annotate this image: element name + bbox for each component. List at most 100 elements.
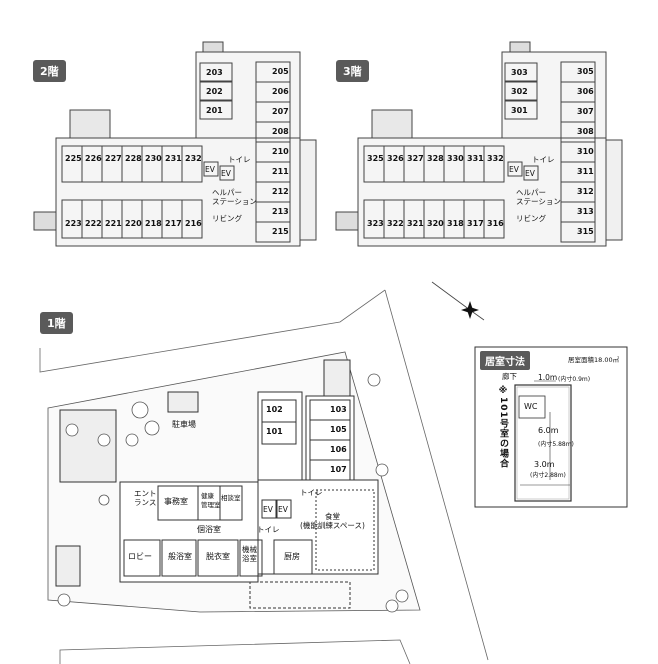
room-321: 321 [407, 219, 424, 228]
f2-ev1: EV [205, 165, 215, 174]
room-211: 211 [272, 167, 289, 176]
f1-lobby: ロビー [128, 552, 152, 561]
room-213: 213 [272, 207, 289, 216]
f1-consult: 相談室 [221, 494, 241, 502]
room-307: 307 [577, 107, 594, 116]
room-313: 313 [577, 207, 594, 216]
room-331: 331 [467, 154, 484, 163]
room-203: 203 [206, 68, 223, 77]
f1-ev1: EV [263, 505, 273, 514]
site-trees [57, 373, 409, 613]
room-210: 210 [272, 147, 289, 156]
room-308: 308 [577, 127, 594, 136]
room-220: 220 [125, 219, 142, 228]
room-103: 103 [330, 405, 347, 414]
room-325: 325 [367, 154, 384, 163]
room-323: 323 [367, 219, 384, 228]
f1-health: 健康 管理室 [201, 492, 221, 509]
legend-dim-bottom-inner: (内寸2.88m) [530, 472, 566, 479]
legend-corridor: 廊下 [502, 372, 517, 381]
room-231: 231 [165, 154, 182, 163]
f1-entrance: エント ランス [134, 489, 157, 507]
legend-title: 居室寸法 [480, 351, 530, 370]
room-311: 311 [577, 167, 594, 176]
f1-parking: 駐車場 [172, 420, 196, 429]
room-322: 322 [387, 219, 404, 228]
room-228: 228 [125, 154, 142, 163]
room-320: 320 [427, 219, 444, 228]
legend-dim-top-inner: (内寸0.9m) [558, 376, 591, 383]
f2-toilet: トイレ [228, 155, 251, 164]
floor2-label: 2階 [33, 60, 66, 82]
room-208: 208 [272, 127, 289, 136]
room-227: 227 [105, 154, 122, 163]
legend-area: 居室面積18.00㎡ [568, 356, 620, 364]
legend-dim-side-inner: (内寸5.88m) [538, 441, 574, 448]
room-106: 106 [330, 445, 347, 454]
floor1-label: 1階 [40, 312, 73, 334]
room-216: 216 [185, 219, 202, 228]
legend-wc: WC [524, 402, 538, 411]
room-dimension-legend [474, 346, 628, 508]
room-328: 328 [427, 154, 444, 163]
room-301: 301 [511, 106, 528, 115]
f1-dressing: 脱衣室 [206, 552, 230, 561]
room-305: 305 [577, 67, 594, 76]
room-230: 230 [145, 154, 162, 163]
floor2-plan [33, 41, 317, 247]
room-223: 223 [65, 219, 82, 228]
f1-toilet-1: トイレ [300, 488, 323, 497]
room-101: 101 [266, 427, 283, 436]
f2-helper-station: ヘルパー ステーション [212, 188, 257, 206]
room-226: 226 [85, 154, 102, 163]
room-306: 306 [577, 87, 594, 96]
room-218: 218 [145, 219, 162, 228]
legend-dim-top: 1.0m [538, 373, 558, 382]
room-327: 327 [407, 154, 424, 163]
f3-ev2: EV [525, 169, 535, 178]
f1-toilet-2: トイレ [257, 525, 280, 534]
room-317: 317 [467, 219, 484, 228]
room-105: 105 [330, 425, 347, 434]
room-212: 212 [272, 187, 289, 196]
f1-private-bath: 個浴室 [197, 525, 221, 534]
f2-living: リビング [212, 214, 242, 223]
room-221: 221 [105, 219, 122, 228]
room-303: 303 [511, 68, 528, 77]
f2-ev2: EV [221, 169, 231, 178]
north-arrow-icon [431, 281, 485, 321]
room-326: 326 [387, 154, 404, 163]
room-102: 102 [266, 405, 283, 414]
f1-office: 事務室 [164, 497, 188, 506]
f1-kitchen: 厨房 [284, 552, 300, 561]
room-207: 207 [272, 107, 289, 116]
room-302: 302 [511, 87, 528, 96]
room-330: 330 [447, 154, 464, 163]
room-205: 205 [272, 67, 289, 76]
floor3-label: 3階 [336, 60, 369, 82]
f3-toilet: トイレ [532, 155, 555, 164]
f1-ev2: EV [278, 505, 288, 514]
room-232: 232 [185, 154, 202, 163]
f1-big-bath: 般浴室 [168, 552, 192, 561]
f3-living: リビング [516, 214, 546, 223]
room-312: 312 [577, 187, 594, 196]
room-215: 215 [272, 227, 289, 236]
room-206: 206 [272, 87, 289, 96]
f1-machine-bath: 機械 浴室 [242, 545, 257, 563]
floor1-plan [55, 359, 379, 609]
room-222: 222 [85, 219, 102, 228]
f1-dining: 食堂 (機能訓練スペース) [300, 512, 365, 530]
legend-dim-bottom: 3.0m [534, 460, 555, 469]
room-217: 217 [165, 219, 182, 228]
f3-helper-station: ヘルパー ステーション [516, 188, 561, 206]
room-332: 332 [487, 154, 504, 163]
floor3-plan [335, 41, 623, 247]
legend-note: ※101号室の場合 [498, 386, 508, 469]
room-225: 225 [65, 154, 82, 163]
room-310: 310 [577, 147, 594, 156]
f3-ev1: EV [509, 165, 519, 174]
room-315: 315 [577, 227, 594, 236]
legend-dim-side: 6.0m [538, 426, 559, 435]
